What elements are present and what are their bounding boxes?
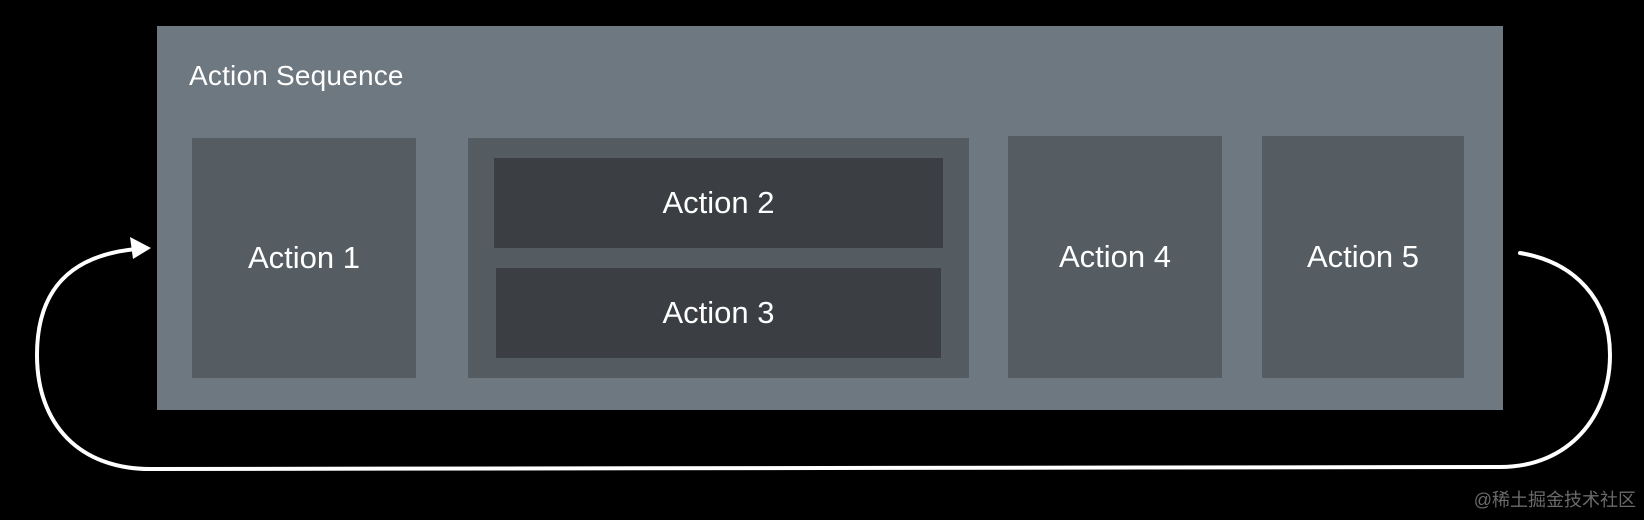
action-2-block: Action 2	[494, 158, 943, 248]
action-sequence-container: Action Sequence Action 1 Action 2 Action…	[157, 26, 1503, 410]
action-3-label: Action 3	[662, 295, 775, 330]
action-3-block: Action 3	[496, 268, 941, 358]
action-group-2-3: Action 2 Action 3	[468, 138, 969, 378]
watermark: @稀土掘金技术社区	[1473, 490, 1636, 510]
action-4-label: Action 4	[1058, 239, 1171, 274]
action-1-block: Action 1	[192, 138, 416, 378]
sequence-title: Action Sequence	[189, 60, 404, 91]
action-1-label: Action 1	[247, 240, 360, 275]
action-2-label: Action 2	[662, 185, 775, 220]
loop-arrow-head	[130, 237, 151, 259]
action-4-block: Action 4	[1008, 136, 1222, 378]
action-5-label: Action 5	[1306, 239, 1419, 274]
action-5-block: Action 5	[1262, 136, 1464, 378]
